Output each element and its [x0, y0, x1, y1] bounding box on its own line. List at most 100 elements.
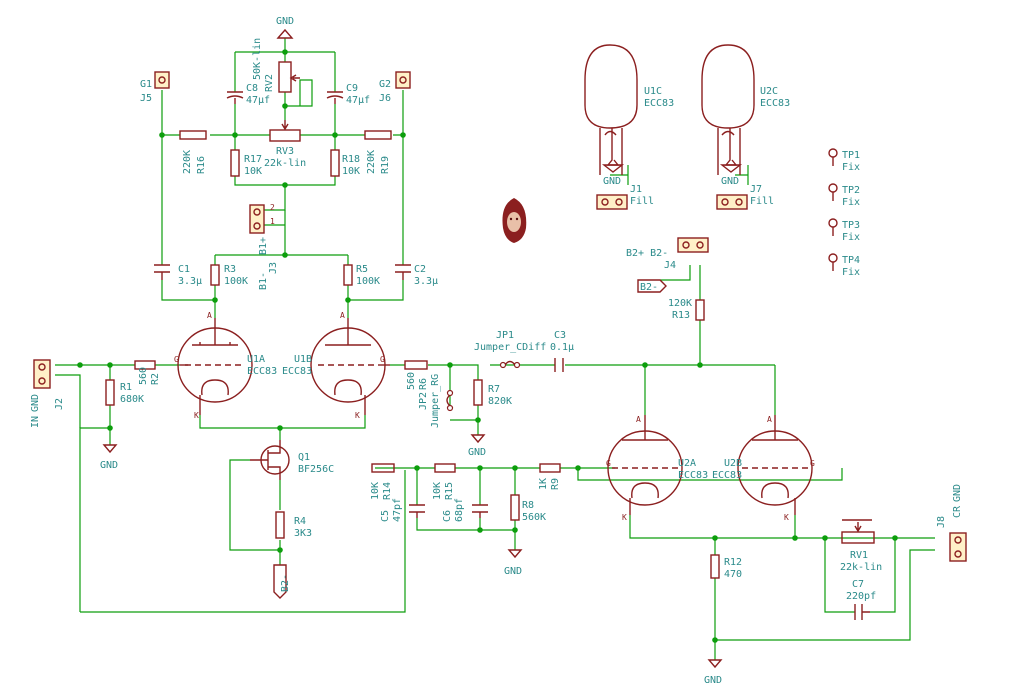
r15-ref: R15: [444, 482, 455, 500]
r6-value: 560: [406, 372, 417, 390]
j6-label: J6: [379, 93, 391, 104]
r8-value: 560K: [522, 512, 546, 523]
j7-value: Fill: [750, 196, 774, 207]
c8-ref: C8: [246, 83, 258, 94]
r1-ref: R1: [120, 382, 132, 393]
tp2-ref: TP2: [842, 185, 860, 196]
c1-ref: C1: [178, 264, 190, 275]
connectors: [33, 71, 967, 562]
triode-u1b: [310, 318, 390, 415]
b2-flags: [273, 279, 667, 599]
j2-ref: J2: [54, 398, 65, 410]
tp1-ref: TP1: [842, 150, 860, 161]
tp1-value: Fix: [842, 162, 860, 173]
triode-u2b: [737, 415, 813, 515]
q1-ref: Q1: [298, 452, 310, 463]
jp2-ref: JP2: [418, 392, 429, 410]
rv2-ref: RV2: [264, 74, 275, 92]
c2-ref: C2: [414, 264, 426, 275]
r9-value: 1K: [538, 478, 549, 490]
gnd-u2c-label: GND: [721, 176, 739, 187]
tp3-value: Fix: [842, 232, 860, 243]
j5-label: J5: [140, 93, 152, 104]
r6-ref: R6: [418, 378, 429, 390]
r5-value: 100K: [356, 276, 380, 287]
u2b-a: A: [767, 415, 772, 424]
gnd2-label: GND: [468, 447, 486, 458]
r2-value: 560: [138, 367, 149, 385]
r19-ref: R19: [380, 156, 391, 174]
u2a-g: G: [606, 459, 611, 468]
c6-ref: C6: [442, 510, 453, 522]
u1b-k: K: [355, 411, 360, 420]
b1p-label: B1+: [258, 237, 269, 255]
u1a-type: ECC83: [247, 366, 277, 377]
j3-pin1: 1: [270, 217, 275, 226]
heater-u1c: [584, 44, 638, 175]
r9-ref: R9: [550, 478, 561, 490]
r12-ref: R12: [724, 557, 742, 568]
j8-ref: J8: [936, 516, 947, 528]
c2-value: 3.3µ: [414, 276, 438, 287]
u2a-type: ECC83: [678, 470, 708, 481]
r4-ref: R4: [294, 516, 306, 527]
gnd-u1c-label: GND: [603, 176, 621, 187]
u2a-a: A: [636, 415, 641, 424]
c7-value: 220pf: [846, 591, 876, 602]
tp3-ref: TP3: [842, 220, 860, 231]
junction-dots: [77, 49, 898, 643]
tp4-value: Fix: [842, 267, 860, 278]
gnd-top-label: GND: [276, 16, 294, 27]
u2c-type: ECC83: [760, 98, 790, 109]
triode-u2a: [607, 415, 683, 515]
j3-ref: J3: [268, 262, 279, 274]
capacitors: [154, 91, 870, 620]
u1a-g: G: [174, 355, 179, 364]
u1b-type: ECC83: [282, 366, 312, 377]
r16-value: 220K: [182, 150, 193, 174]
r12-value: 470: [724, 569, 742, 580]
r2-ref: R2: [150, 373, 161, 385]
u2a-ref: U2A: [678, 458, 696, 469]
u1b-g: G: [380, 355, 385, 364]
c1-value: 3.3µ: [178, 276, 202, 287]
gnd1-label: GND: [100, 460, 118, 471]
r19-value: 220K: [366, 150, 377, 174]
u2b-ref: U2B: [724, 458, 742, 469]
rv3-value: 22k-lin: [264, 158, 306, 169]
b2m-flag2: B2-: [640, 282, 658, 293]
r18-value: 10K: [342, 166, 360, 177]
jp1-ref: JP1: [496, 330, 514, 341]
gnd-symbols: [102, 164, 743, 669]
r13-value: 120K: [668, 298, 692, 309]
u2b-type: ECC83: [712, 470, 742, 481]
q1-type: BF256C: [298, 464, 334, 475]
u1c-type: ECC83: [644, 98, 674, 109]
rv1-value: 22k-lin: [840, 562, 882, 573]
j1-ref: J1: [630, 184, 642, 195]
b1m-label: B1-: [258, 272, 269, 290]
tp4-ref: TP4: [842, 255, 860, 266]
u2b-g: G: [810, 459, 815, 468]
c8-value: 47µf: [246, 95, 270, 106]
u1b-ref: U1B: [294, 354, 312, 365]
b2m-flag1: B2-: [280, 574, 291, 592]
u1c-ref: U1C: [644, 86, 662, 97]
c5-value: 47pf: [392, 498, 403, 522]
j7-ref: J7: [750, 184, 762, 195]
j1-value: Fill: [630, 196, 654, 207]
r4-value: 3K3: [294, 528, 312, 539]
resistors: [105, 130, 720, 579]
in-label: IN: [30, 416, 41, 428]
tp2-value: Fix: [842, 197, 860, 208]
labels: G1 J5 G2 J6 50K-lin RV2 C8 47µf C9 47µf …: [30, 38, 963, 686]
b2-pair-label: B2+ B2-: [626, 248, 668, 259]
u2c-ref: U2C: [760, 86, 778, 97]
u1a-k: K: [194, 411, 199, 420]
u1b-a: A: [340, 311, 345, 320]
c3-value: 0.1µ: [550, 342, 574, 353]
r3-value: 100K: [224, 276, 248, 287]
c5-ref: C5: [380, 510, 391, 522]
c9-ref: C9: [346, 83, 358, 94]
c3-ref: C3: [554, 330, 566, 341]
